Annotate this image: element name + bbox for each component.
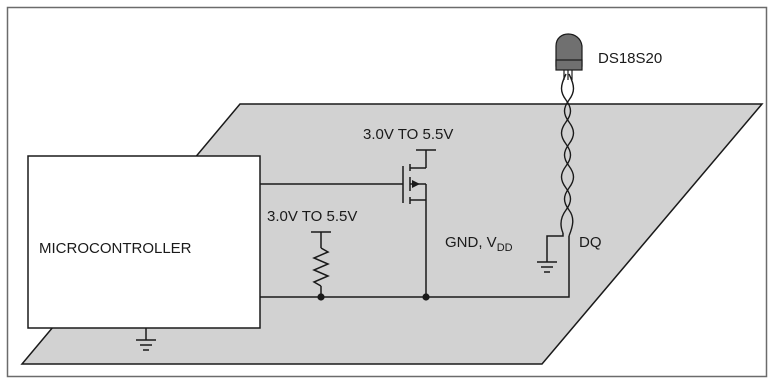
supply-label-resistor: 3.0V TO 5.5V xyxy=(267,208,357,225)
dq-label: DQ xyxy=(579,234,602,251)
twisted-pair-leads xyxy=(560,73,575,237)
junction-dot-resistor xyxy=(317,293,325,301)
microcontroller-label: MICROCONTROLLER xyxy=(39,240,192,257)
sensor-label: DS18S20 xyxy=(598,50,662,67)
supply-label-top: 3.0V TO 5.5V xyxy=(363,126,453,143)
mosfet-arrow xyxy=(412,180,420,188)
mosfet-symbol xyxy=(402,149,436,297)
ground-symbol-sensor xyxy=(537,233,564,273)
pullup-resistor xyxy=(311,231,331,297)
gnd-vdd-label: GND, VDD xyxy=(445,234,513,254)
junction-dot-mosfet xyxy=(422,293,430,301)
ground-symbol-mcu xyxy=(136,328,156,351)
dq-bus-wire xyxy=(260,236,570,298)
diagram-frame xyxy=(6,6,768,378)
microcontroller-box xyxy=(27,155,261,329)
ds18s20-sensor xyxy=(555,33,583,80)
